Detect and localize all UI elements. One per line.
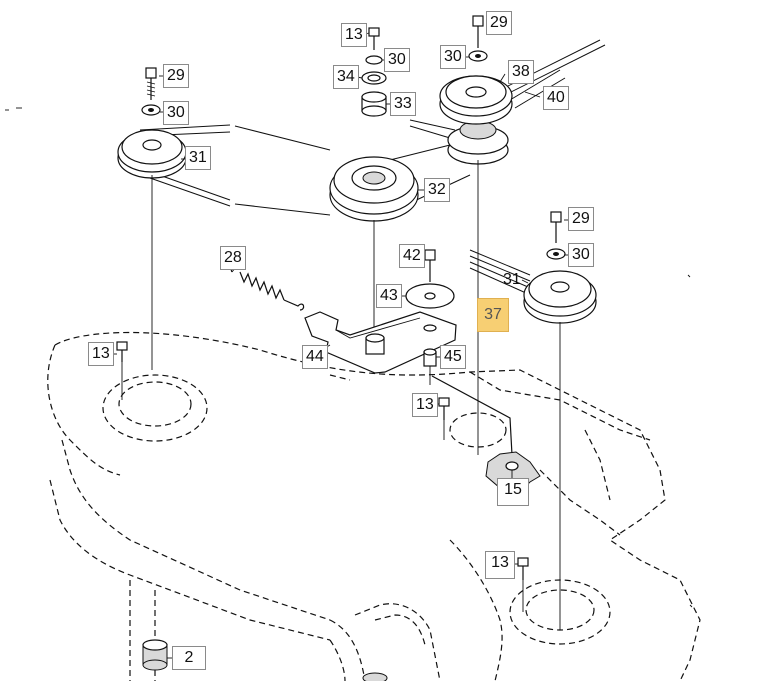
callout-13[interactable]: 13 [412, 393, 438, 417]
bottom-hardware [362, 672, 388, 681]
label-31[interactable]: 31 [503, 271, 521, 288]
bolt-42 [424, 249, 436, 282]
bolt-13-center [438, 397, 450, 440]
callout-13[interactable]: 13 [88, 342, 114, 366]
mower-deck-outline [47, 331, 701, 681]
washer-43 [405, 283, 455, 309]
callout-30[interactable]: 30 [163, 101, 189, 125]
callout-31[interactable]: 31 [185, 146, 211, 170]
callout-28[interactable]: 28 [220, 246, 246, 270]
callout-29[interactable]: 29 [568, 207, 594, 231]
callout-42[interactable]: 42 [399, 244, 425, 268]
bearing-2 [142, 639, 168, 671]
callout-30[interactable]: 30 [568, 243, 594, 267]
callout-30[interactable]: 30 [384, 48, 410, 72]
callout-13[interactable]: 13 [341, 23, 367, 47]
link-rod [431, 375, 513, 456]
center-washer-30 [365, 55, 383, 65]
right-bolt-29 [550, 211, 562, 243]
spacer-45 [423, 324, 437, 385]
left-washer-30 [141, 104, 161, 116]
callout-44[interactable]: 44 [302, 345, 328, 369]
tension-spring-28 [230, 264, 305, 311]
callout-15[interactable]: 15 [497, 478, 529, 506]
bracket-boss [365, 333, 385, 355]
callout-2[interactable]: 2 [172, 646, 206, 670]
callout-40[interactable]: 40 [543, 86, 569, 110]
callout-45[interactable]: 45 [440, 345, 466, 369]
right-washer-30 [546, 248, 566, 260]
center-spacer-34 [361, 71, 387, 85]
bolt-13-right [517, 557, 529, 612]
center-bearing-33 [361, 91, 387, 117]
right-pulley [523, 270, 597, 630]
top-double-pulley [439, 75, 513, 455]
callout-33[interactable]: 33 [390, 92, 416, 116]
left-pulley [117, 129, 187, 370]
left-bolt-29 [145, 67, 157, 100]
spindle-holes [102, 374, 611, 645]
callout-32[interactable]: 32 [424, 178, 450, 202]
callout-13[interactable]: 13 [485, 551, 515, 579]
center-pulley [329, 156, 419, 340]
top-washer-30 [468, 50, 488, 62]
callout-43[interactable]: 43 [376, 284, 402, 308]
callout-30[interactable]: 30 [440, 45, 466, 69]
center-bolt-13 [368, 27, 380, 50]
bolt-13-left [116, 341, 128, 400]
callout-38[interactable]: 38 [508, 60, 534, 84]
callout-29[interactable]: 29 [486, 11, 512, 35]
stray-marks [5, 107, 693, 608]
callout-37-highlighted[interactable]: 37 [477, 298, 509, 332]
top-bolt-29 [472, 15, 484, 48]
callout-34[interactable]: 34 [333, 65, 359, 89]
callout-29[interactable]: 29 [163, 64, 189, 88]
